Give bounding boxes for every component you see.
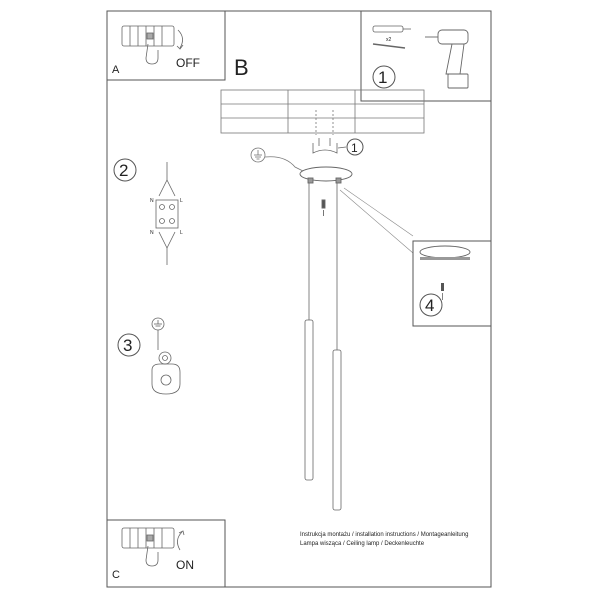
terminal-block-icon [155,162,179,265]
neutral-label-bottom: N [150,230,154,236]
panel-a-box [106,10,226,81]
drill-icon [425,29,469,89]
panel-tools-box [360,10,492,102]
step-4-number: 4 [425,296,434,315]
step-2-number: 2 [119,161,128,180]
panel-a-letter: A [112,64,120,76]
pendant-lamps [304,183,342,511]
step2-circle [113,158,137,182]
live-label-top: L [180,198,183,204]
fuse-box-on-icon [121,527,185,567]
panel-a: A OFF [112,25,200,76]
pendant-tube-right [332,349,342,511]
ceiling [220,89,425,135]
wall-anchor-icon [372,25,411,49]
panel-c: C ON [112,527,194,581]
step4-circle [419,293,443,317]
screw-icon [441,283,444,291]
panel-c-box [106,519,226,588]
step-1-number: 1 [378,68,387,87]
ground-symbol-icon [250,147,304,172]
fuse-box-off-icon [121,25,184,65]
live-label-bottom: L [180,230,183,236]
step-3-number: 3 [123,336,132,355]
anchor-count: x2 [386,37,392,43]
bracket-callout-circle [346,138,364,156]
instructions-caption: Instrukcja montażu / installation instru… [300,531,495,548]
mounting-bracket [312,138,347,154]
caption-line-1: Instrukcja montażu / installation instru… [300,532,469,538]
neutral-label-top: N [150,198,154,204]
detail-lines [339,187,414,254]
on-label: ON [176,558,194,572]
bracket-callout-number: 1 [351,141,358,155]
off-label: OFF [176,56,200,70]
step4-detail: 4 [412,240,492,327]
step3-grounding: 3 [117,317,181,395]
ground-terminal-icon [151,317,181,395]
panel-c-letter: C [112,569,120,581]
pendant-tube-left [304,319,314,481]
panel-b-letter: B [234,55,249,80]
caption-line-2: Lampa wisząca / Ceiling lamp / Deckenleu… [300,540,425,547]
step2-wiring: 2 N L N L [113,158,183,265]
step3-circle [117,333,141,357]
canopy [299,166,353,216]
tools-panel: x2 1 [372,25,469,89]
step1-circle [372,65,396,89]
